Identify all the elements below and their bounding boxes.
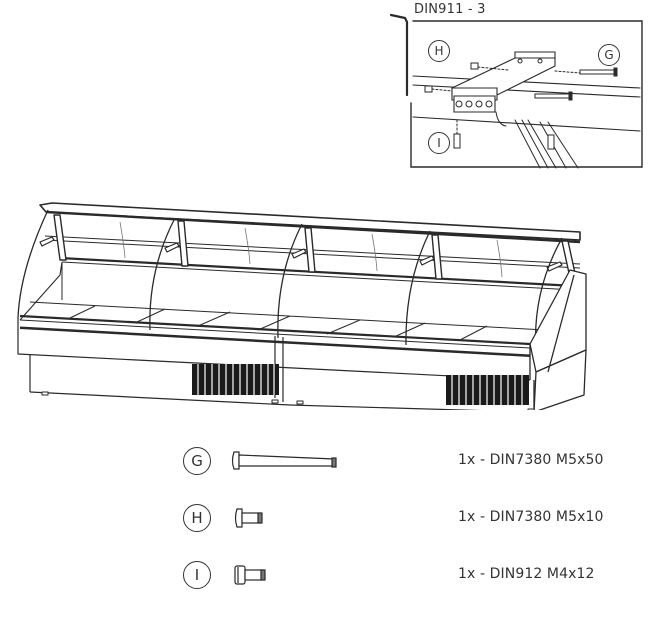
part-callout-g: G [183, 447, 211, 475]
part-callout-i: I [183, 561, 211, 589]
part-row-h: H 1x - DIN7380 M5x10 [0, 501, 656, 541]
allen-key-icon [389, 13, 409, 97]
inset-callout-g: G [598, 44, 620, 66]
part-label-h: 1x - DIN7380 M5x10 [458, 509, 604, 525]
inset-callout-h: H [428, 40, 450, 62]
part-row-i: I 1x - DIN912 M4x12 [0, 558, 656, 598]
inset-title: DIN911 - 3 [414, 2, 486, 17]
part-label-i: 1x - DIN912 M4x12 [458, 566, 595, 582]
part-label-g: 1x - DIN7380 M5x50 [458, 452, 604, 468]
inset-frame [410, 20, 643, 168]
part-callout-h: H [183, 504, 211, 532]
vent-grille-left [192, 364, 279, 395]
part-row-g: G 1x - DIN7380 M5x50 [0, 444, 656, 484]
short-bolt-icon [234, 508, 263, 528]
long-bolt-icon [231, 451, 337, 470]
socket-cap-screw-icon [234, 565, 266, 585]
parts-list: G 1x - DIN7380 M5x50 H 1x - DIN7380 M5x1… [0, 430, 656, 600]
inset-callout-i: I [428, 132, 450, 154]
inset-detail-drawing [389, 13, 643, 169]
display-case-drawing [17, 202, 587, 410]
canopy-top [39, 202, 581, 244]
